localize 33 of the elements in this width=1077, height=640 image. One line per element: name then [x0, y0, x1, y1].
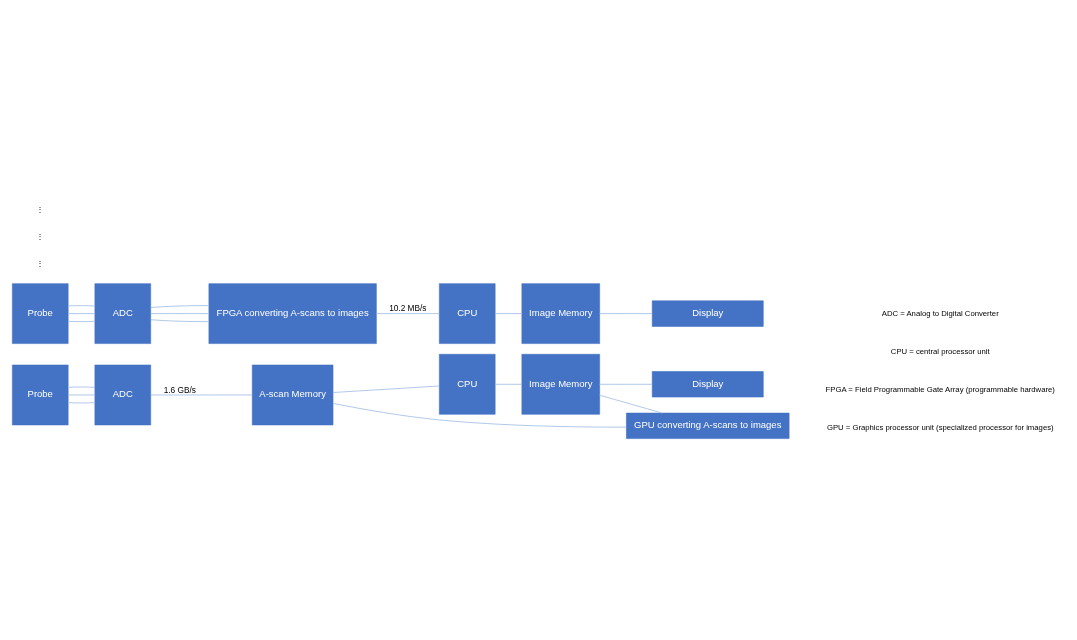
connector	[494, 383, 523, 385]
edge-label: 10.2 MB/s	[389, 303, 427, 314]
connector	[599, 394, 663, 414]
node-box: CPU	[439, 283, 496, 344]
connector	[67, 394, 96, 396]
node-box: ADC	[94, 364, 151, 426]
connector	[67, 402, 96, 404]
connector	[332, 403, 627, 428]
connector	[67, 320, 96, 323]
node-box: GPU converting A-scans to images	[626, 412, 790, 439]
edge-label: 1.6 GB/s	[163, 384, 196, 395]
node-box: Probe	[12, 283, 69, 344]
node-box: Image Memory	[521, 354, 600, 415]
node-box: FPGA converting A-scans to images	[208, 283, 377, 344]
node-box: Display	[651, 371, 764, 398]
connector	[67, 313, 96, 315]
connector	[150, 305, 210, 308]
node-box: Image Memory	[521, 283, 600, 344]
node-box: CPU	[439, 354, 496, 415]
node-box: Display	[651, 300, 764, 327]
node-box: ADC	[94, 283, 151, 344]
connector	[375, 313, 440, 315]
connector	[67, 386, 96, 388]
connector	[599, 313, 653, 315]
connector	[494, 313, 523, 315]
connector	[67, 305, 96, 307]
connector	[150, 319, 210, 323]
connector	[150, 394, 253, 396]
node-box: Probe	[12, 364, 69, 426]
connector	[332, 385, 440, 393]
node-box: A-scan Memory	[251, 364, 334, 426]
connector	[150, 313, 210, 315]
connector	[599, 383, 653, 385]
